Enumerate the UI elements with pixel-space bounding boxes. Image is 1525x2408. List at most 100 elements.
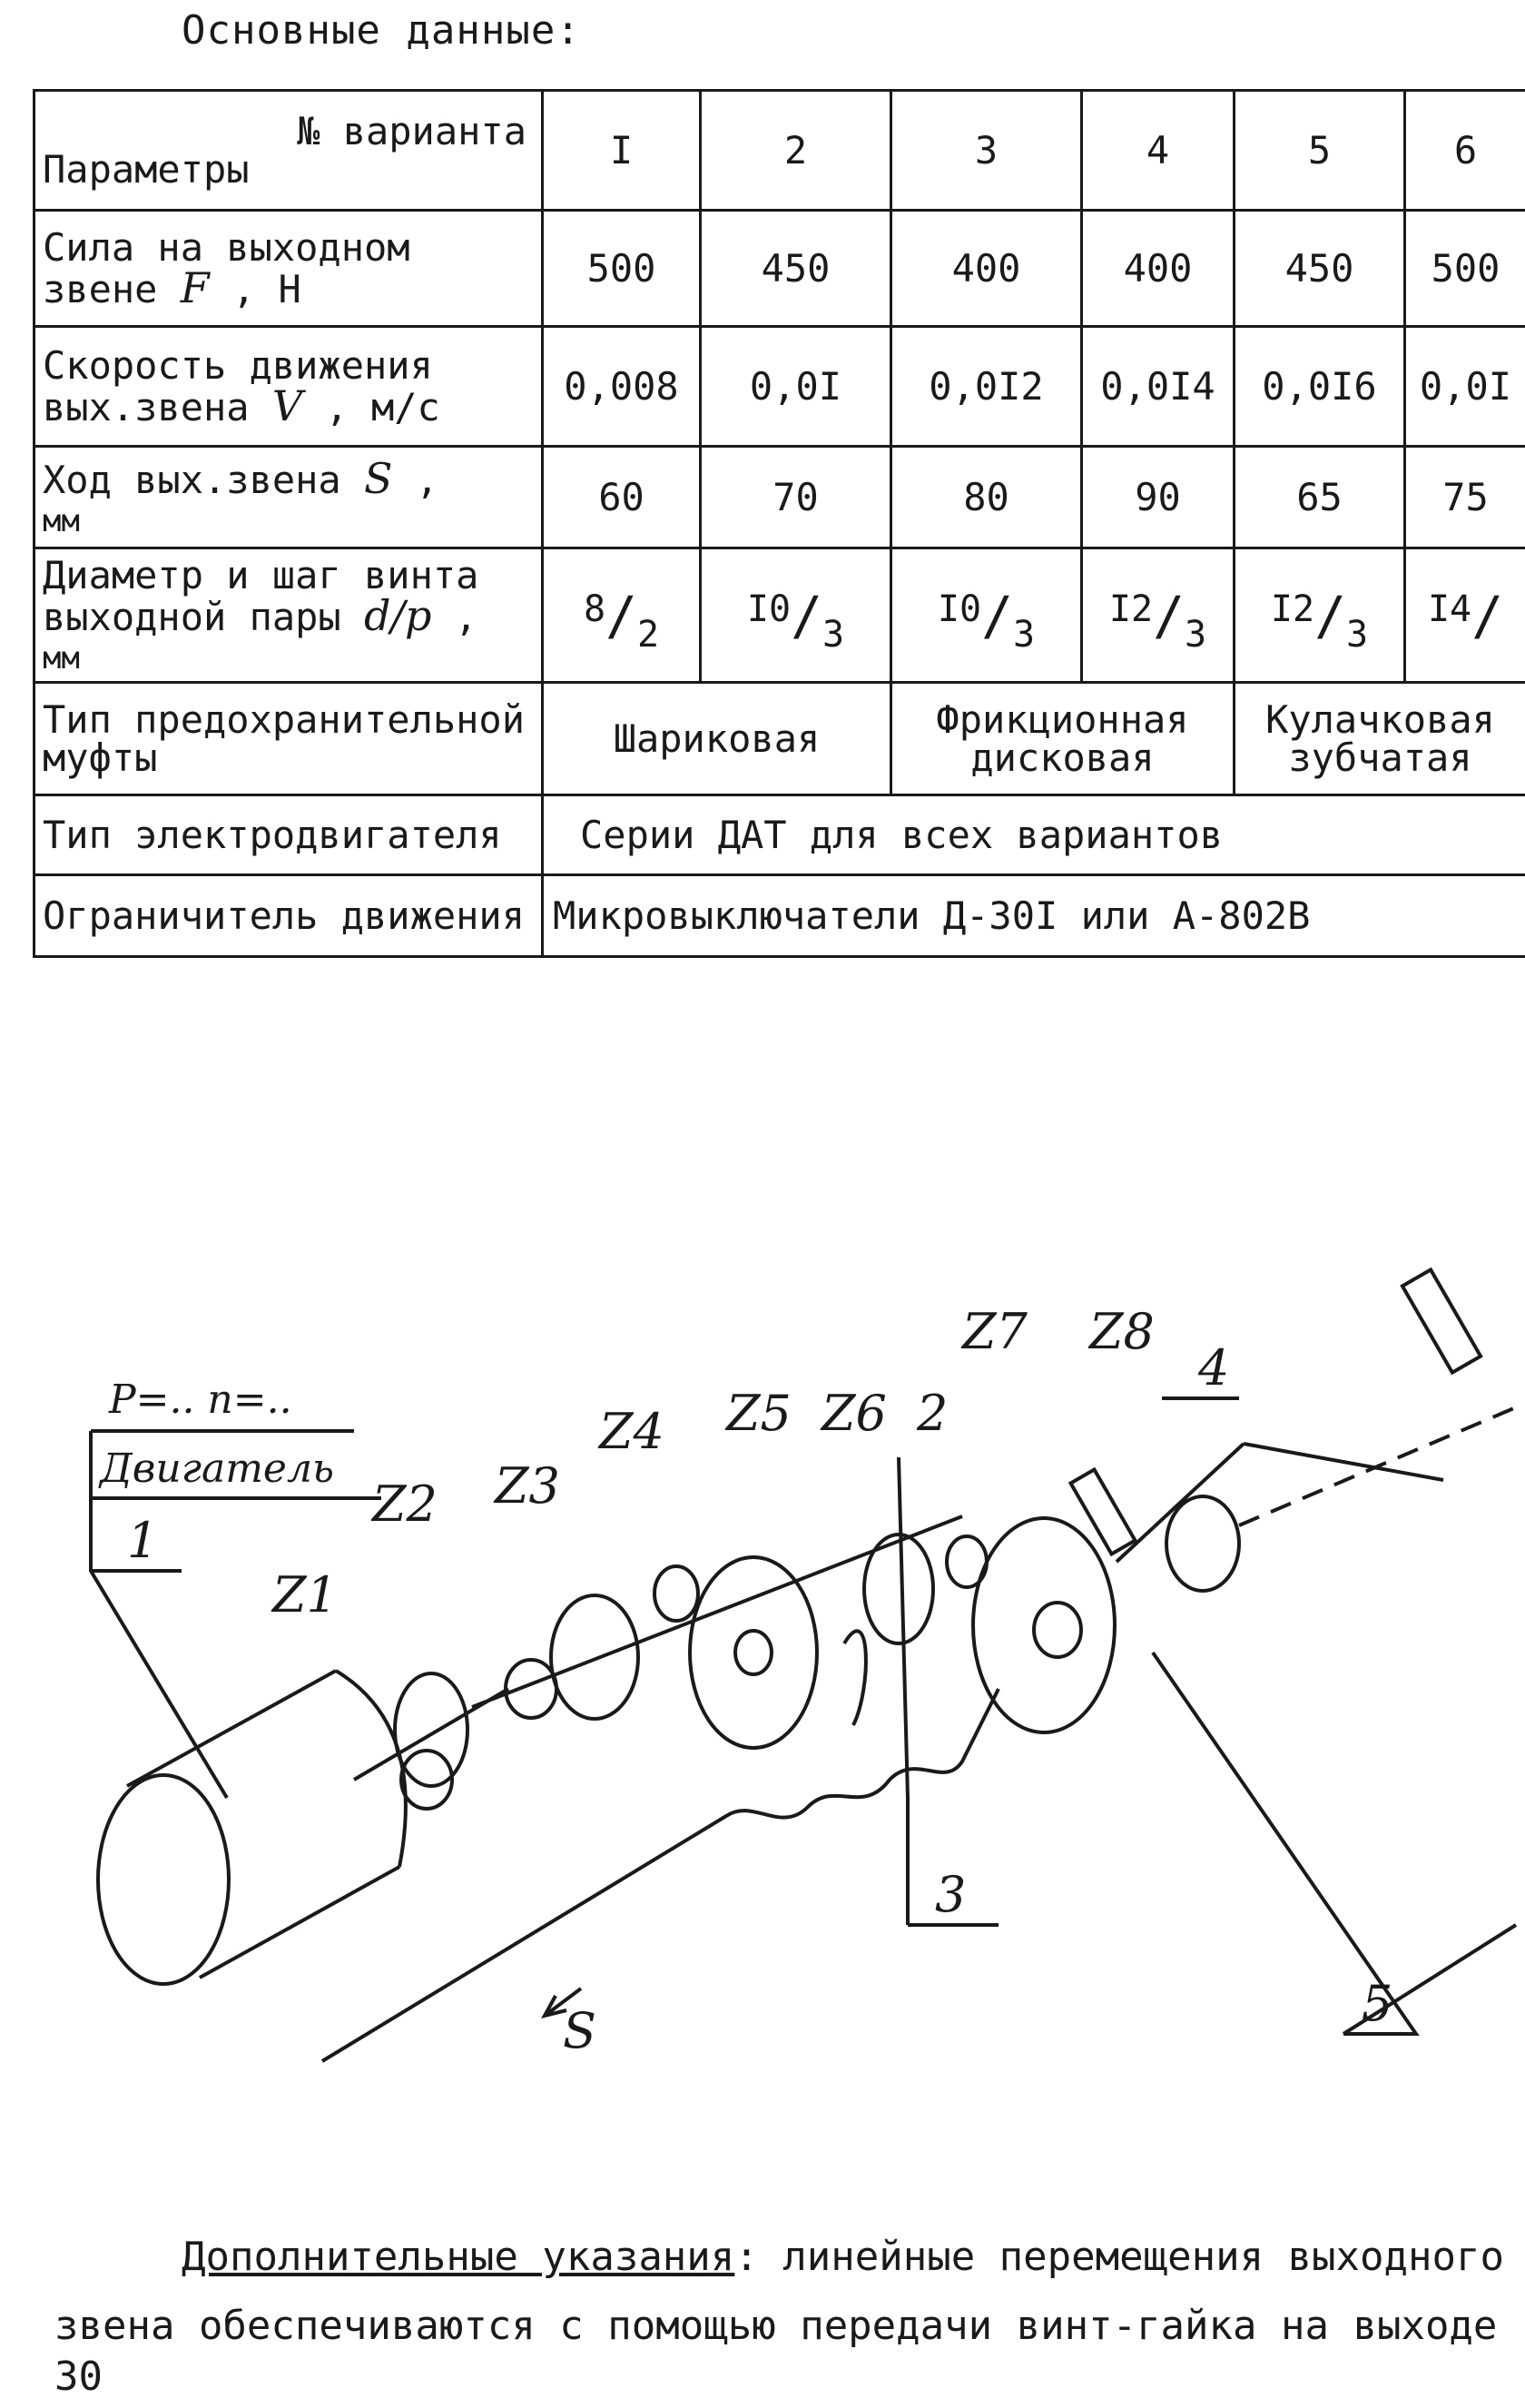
page-number: 30 [54,2354,103,2400]
microswitch-1 [1400,1267,1483,1376]
output-screw [320,1688,1000,2063]
clutch-group-friction: Фрикционная дисковая [890,681,1235,796]
force-label-line1: Сила на выходном [43,224,410,270]
table-cell-fraction: 8/2 [541,547,702,684]
speed-variable: V [271,380,303,430]
s-arrow [543,1987,583,2018]
table-row-speed: Скорость движения вых.звена V , м/с 0,00… [33,325,1525,448]
gear-z3 [504,1658,558,1720]
gear-z4 [549,1594,640,1721]
additional-notes: Дополнительные указания: линейные переме… [54,2223,1507,2361]
table-row-motor: Тип электродвигателя Серии ДАТ для всех … [33,794,1525,876]
label-n3: 3 [935,1866,967,1923]
label-z3: Z3 [495,1457,560,1515]
label-n4: 4 [1198,1339,1230,1396]
table-cell-fraction: I4/ [1403,547,1525,684]
table-row-force: Сила на выходном звене F , Н 500 450 400… [33,209,1525,328]
table-cell: 450 [699,209,892,328]
table-cell-fraction: I2/3 [1080,547,1235,684]
header-variant-label: № варианта [297,108,526,153]
table-cell-fraction: I0/3 [890,547,1083,684]
speed-label-line1: Скорость движения [43,342,433,388]
gear-z1 [399,1749,454,1811]
variant-header: 4 [1080,89,1235,212]
row-label-screw: Диаметр и шаг винта выходной пары d/p , … [33,547,544,684]
screw-label-line1: Диаметр и шаг винта [43,552,479,597]
microswitch-2 [1068,1466,1138,1557]
table-cell: 0,0I [1403,325,1525,448]
motor-label: Двигатель [100,1446,334,1492]
parameters-table: № варианта Параметры I 2 3 4 5 6 Сила на… [33,89,1525,958]
screw-variable: d/p [364,590,432,640]
gear-z2 [393,1672,469,1788]
table-cell: 0,0I2 [890,325,1083,448]
kinematic-diagram-drawing [89,1267,1518,2063]
variant-header: 6 [1403,89,1525,212]
table-row-clutch: Тип предохранительной муфты Шариковая Фр… [33,681,1525,796]
table-cell: 0,008 [541,325,702,448]
table-cell: 400 [890,209,1083,328]
clutch-group-cam: Кулачковая зубчатая [1233,681,1525,796]
gear-shafts [352,1406,1517,1811]
row-label-clutch: Тип предохранительной муфты [33,681,544,796]
label-z8: Z8 [1089,1303,1155,1360]
table-cell: 70 [699,445,892,549]
table-cell-fraction: I2/3 [1233,547,1406,684]
table-header-row: № варианта Параметры I 2 3 4 5 6 [33,89,1525,212]
force-label-line2: звене [43,266,158,311]
row-label-speed: Скорость движения вых.звена V , м/с [33,325,544,448]
speed-label-line2: вых.звена [43,384,250,429]
motor-value: Серии ДАТ для всех вариантов [541,794,1525,876]
variant-header: I [541,89,702,212]
stroke-variable: S [364,453,393,503]
label-s: S [563,2002,596,2059]
table-cell: 90 [1080,445,1235,549]
table-cell: 0,0I [699,325,892,448]
stroke-label-line1: Ход вых.звена [43,457,341,502]
row-label-limiter: Ограничитель движения [33,873,544,958]
label-z1: Z1 [272,1566,338,1623]
variant-header: 2 [699,89,892,212]
table-cell: 0,0I4 [1080,325,1235,448]
gear-z6 [688,1555,819,1750]
force-variable: F [180,262,210,312]
force-unit: , Н [231,266,301,311]
n5-leader-2 [1342,1923,1518,2036]
notes-text: : линейные перемещения выходного звена о… [54,2234,1504,2349]
power-speed-label: P=.. n=.. [109,1377,292,1423]
header-corner-cell: № варианта Параметры [33,89,544,212]
table-row-stroke: Ход вых.звена S , мм 60 70 80 90 65 75 [33,445,1525,549]
clutch-group-ball: Шариковая [541,681,892,796]
s-arrow-head [541,1995,567,2019]
table-cell: 60 [541,445,702,549]
variant-header: 3 [890,89,1083,212]
row-label-stroke: Ход вых.звена S , мм [33,445,544,549]
gear-z8 [971,1516,1117,1734]
notes-lead: Дополнительные указания [182,2234,735,2280]
table-cell: 400 [1080,209,1235,328]
n4-leader [1243,1442,1444,1482]
table-cell-fraction: I0/3 [699,547,892,684]
variant-header: 5 [1233,89,1406,212]
section-heading: Основные данные: [182,7,581,54]
screw-unit: , [454,594,478,639]
screw-label-line2: выходной пары [43,594,341,639]
label-n1: 1 [127,1512,159,1569]
stroke-unit: , [415,457,439,502]
gear-z5 [653,1564,700,1623]
label-n2: 2 [917,1385,949,1442]
label-z7: Z7 [962,1303,1028,1360]
label-z2: Z2 [372,1475,438,1533]
label-z6: Z6 [822,1385,887,1442]
stroke-label-line2: мм [43,502,80,539]
row-label-force: Сила на выходном звене F , Н [33,209,544,328]
table-cell: 75 [1403,445,1525,549]
table-cell: 500 [541,209,702,328]
n4-leader-2 [1115,1442,1245,1564]
table-cell: 80 [890,445,1083,549]
table-cell: 0,0I6 [1233,325,1406,448]
label-z5: Z5 [726,1385,792,1442]
clutch-2 [862,1533,935,1645]
motor-cylinder [96,1669,408,1986]
table-cell: 500 [1403,209,1525,328]
